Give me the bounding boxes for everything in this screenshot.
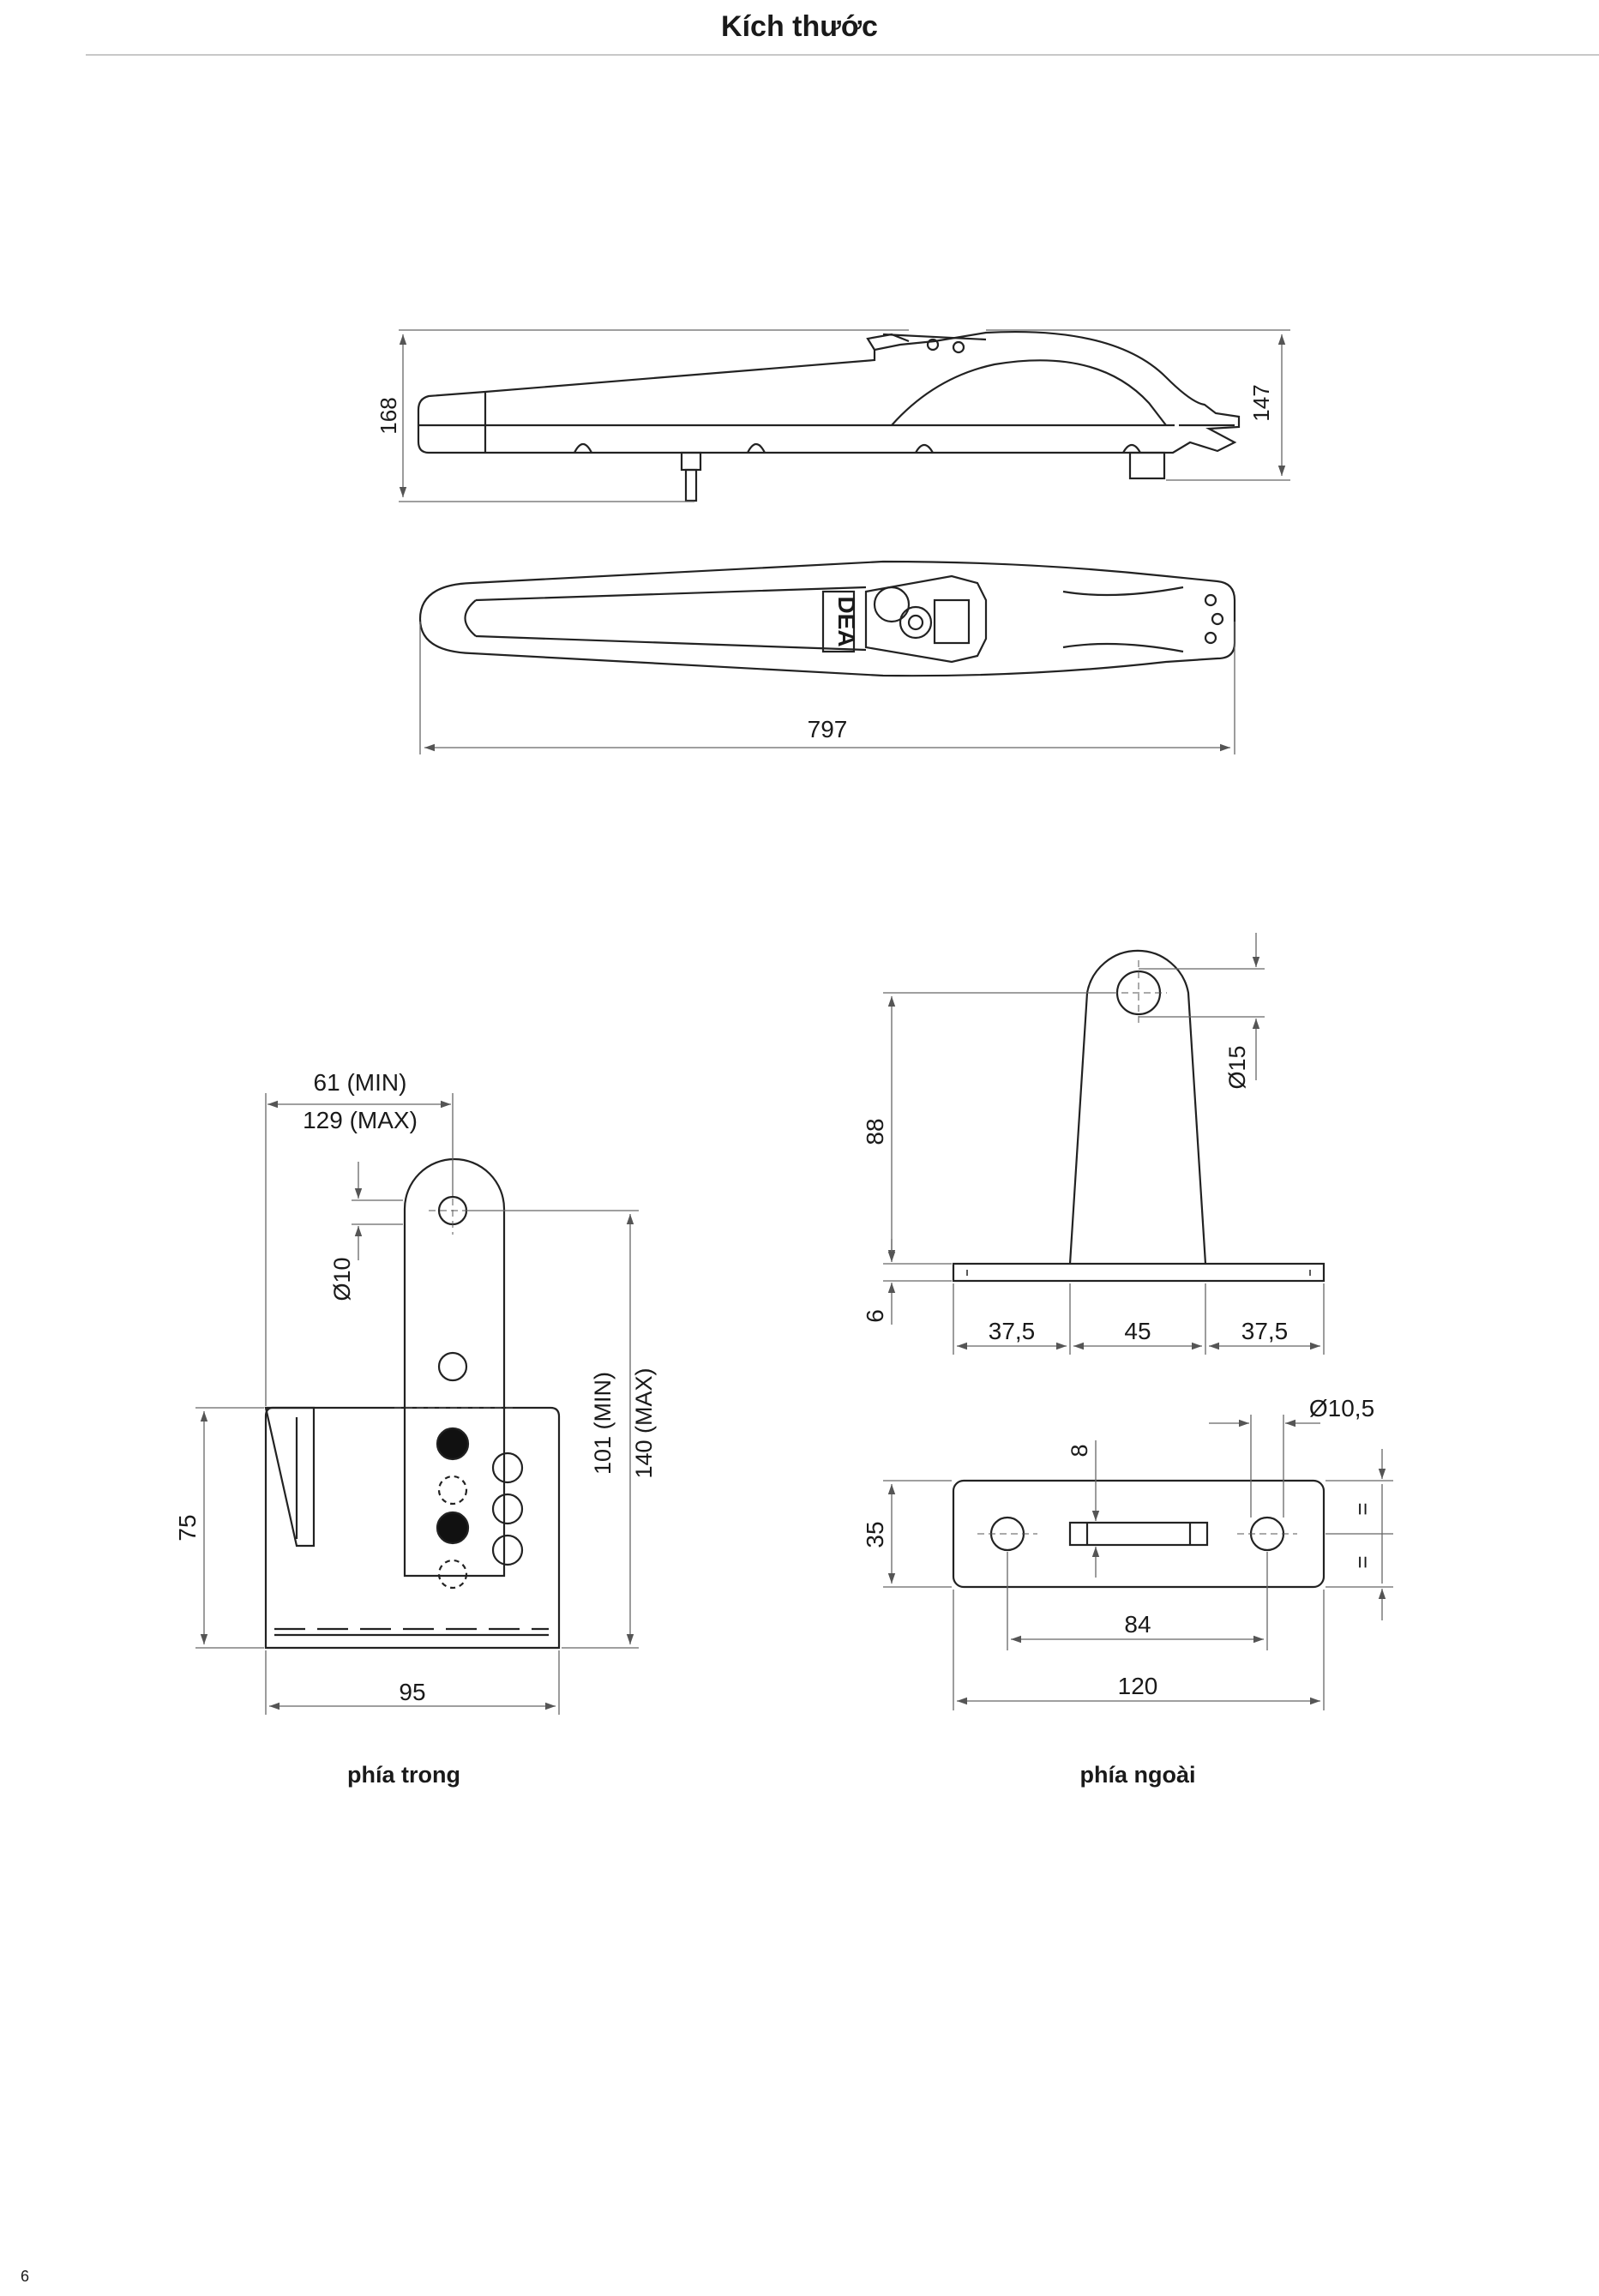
operator-side-height-label: 147	[1248, 384, 1274, 421]
outer-bracket-caption: phía ngoài	[1079, 1762, 1196, 1788]
inner-bracket-centerlines	[394, 1187, 514, 1409]
inner-bracket-dimensions	[195, 1093, 639, 1715]
operator-top-view	[418, 560, 1236, 677]
outer-elevation-centerlines	[1110, 960, 1167, 1025]
operator-height-label: 168	[376, 397, 401, 434]
operator-top-dimensions	[419, 622, 1235, 754]
outer-elevation-dimensions	[883, 933, 1325, 1355]
inner-offset-max-label: 129 (MAX)	[303, 1107, 418, 1133]
outer-height-label: 88	[862, 1118, 888, 1145]
outer-middle-seg-label: 45	[1124, 1318, 1151, 1344]
outer-plate-height-label: 35	[862, 1521, 888, 1548]
outer-hole-diameter-label: Ø15	[1224, 1045, 1250, 1089]
inner-height-min-label: 101 (MIN)	[590, 1372, 616, 1475]
inner-offset-min-label: 61 (MIN)	[314, 1069, 407, 1096]
inner-width-label: 95	[399, 1679, 425, 1705]
outer-plate-width-label: 120	[1118, 1673, 1158, 1699]
outer-plate-thickness-label: 6	[862, 1309, 888, 1323]
page-number: 6	[21, 2268, 30, 2285]
inner-height-max-label: 140 (MAX)	[631, 1367, 657, 1478]
outer-plan-dimensions	[883, 1415, 1393, 1710]
outer-bracket-plan	[952, 1479, 1325, 1589]
outer-mount-hole-diameter-label: Ø10,5	[1309, 1395, 1374, 1421]
outer-equal-mark-bottom: =	[1350, 1555, 1375, 1568]
inner-bracket	[264, 1157, 561, 1650]
outer-left-seg-label: 37,5	[989, 1318, 1036, 1344]
operator-side-dimensions	[399, 329, 1290, 502]
outer-hole-spacing-label: 84	[1124, 1611, 1151, 1638]
outer-right-seg-label: 37,5	[1241, 1318, 1289, 1344]
operator-length-label: 797	[808, 716, 848, 742]
inner-hole-diameter-label: Ø10	[329, 1257, 355, 1301]
page-title: Kích thước	[721, 10, 878, 43]
inner-base-height-label: 75	[174, 1514, 201, 1541]
title-divider	[86, 54, 1599, 56]
outer-slot-width-label: 8	[1067, 1444, 1092, 1457]
operator-side-view	[417, 330, 1241, 502]
outer-equal-mark-top: =	[1350, 1502, 1375, 1515]
inner-bracket-caption: phía trong	[347, 1762, 460, 1788]
dea-logo: DEA	[833, 596, 860, 646]
